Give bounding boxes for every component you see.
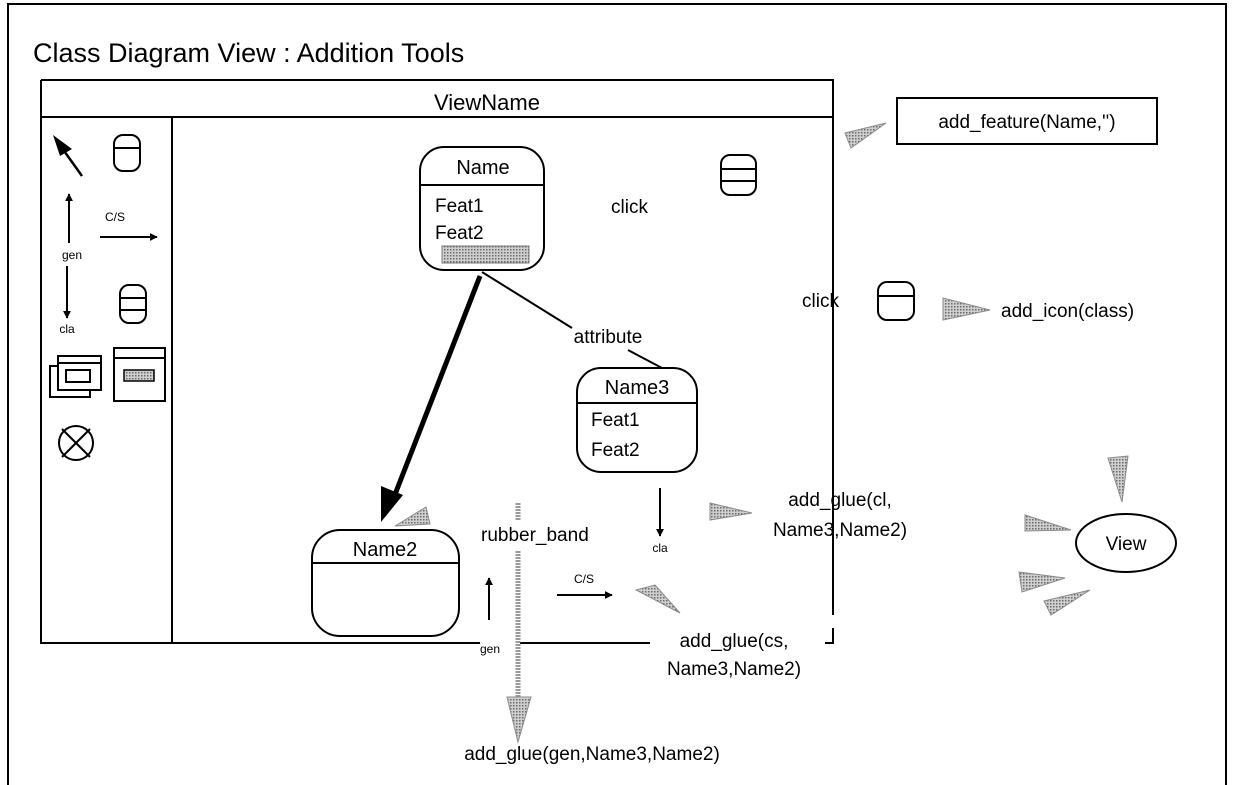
click-label-right: click — [802, 291, 839, 312]
cs-link-label: C/S — [574, 572, 594, 586]
class-name2-title: Name2 — [353, 539, 417, 561]
cla-label: cla — [59, 322, 75, 336]
add-glue-cs-line1: add_glue(cs, — [680, 631, 789, 652]
add-glue-cs-line2: Name3,Name2) — [667, 659, 801, 680]
view-node[interactable]: View — [1075, 513, 1177, 573]
class-name3[interactable]: Name3 Feat1 Feat2 — [576, 367, 698, 473]
pointer-triangles — [394, 122, 1129, 616]
class-name3-feature-2: Feat2 — [591, 440, 640, 461]
figure-title: Class Diagram View : Addition Tools — [33, 38, 464, 68]
generalization-small-link: gen — [480, 577, 500, 656]
class-name[interactable]: Name Feat1 Feat2 — [419, 146, 545, 271]
add-feature-box: add_feature(Name,'') — [896, 97, 1158, 145]
class-name3-feature-1: Feat1 — [591, 410, 640, 431]
gen-link-label: gen — [480, 642, 500, 656]
tool-palette: gen C/S cla — [49, 134, 166, 461]
client-server-tool-icon[interactable]: C/S — [100, 210, 158, 241]
class-name2[interactable]: Name2 — [311, 529, 460, 637]
figure-frame — [7, 3, 1227, 785]
class-box-icon[interactable] — [877, 281, 915, 321]
view-node-label: View — [1106, 534, 1147, 555]
add-glue-cl-line2: Name3,Name2) — [773, 520, 907, 541]
add-icon-label: add_icon(class) — [1001, 301, 1134, 322]
classification-link: cla — [652, 488, 668, 555]
class-name-feature-2: Feat2 — [435, 223, 484, 244]
select-arrow-icon[interactable] — [53, 135, 84, 177]
client-server-link: C/S — [557, 572, 613, 599]
class-box-icon[interactable] — [113, 134, 141, 172]
add-feature-label: add_feature(Name,'') — [938, 112, 1115, 133]
add-glue-cs-bg — [655, 625, 825, 653]
class-name3-title: Name3 — [605, 377, 669, 399]
class-with-features-icon[interactable] — [720, 154, 757, 196]
class-name-title: Name — [456, 157, 509, 179]
rubber-band-label-bg — [477, 520, 619, 550]
attribute-label: attribute — [574, 327, 643, 348]
classification-tool-icon[interactable]: cla — [59, 266, 75, 336]
class-with-features-icon[interactable] — [119, 284, 147, 324]
nested-views-icon[interactable] — [49, 355, 102, 398]
attribute-link: attribute — [481, 271, 663, 369]
view-box-icon[interactable] — [113, 347, 166, 402]
class-name-feature-1: Feat1 — [435, 196, 484, 217]
new-feature-slot[interactable] — [441, 245, 530, 264]
generalization-tool-icon[interactable]: gen — [62, 193, 82, 262]
view-window-title[interactable]: ViewName — [434, 90, 540, 115]
cla-link-label: cla — [652, 541, 668, 555]
view-window: ViewName — [40, 79, 834, 644]
add-glue-cl-line1: add_glue(cl, — [788, 490, 892, 511]
delete-x-icon[interactable] — [58, 425, 94, 461]
rubber-band-label: rubber_band — [481, 525, 589, 546]
generalization-link — [381, 275, 483, 522]
click-label-top: click — [611, 197, 648, 218]
gen-label: gen — [62, 248, 82, 262]
add-glue-gen-label: add_glue(gen,Name3,Name2) — [464, 744, 720, 765]
cs-label: C/S — [105, 210, 125, 224]
